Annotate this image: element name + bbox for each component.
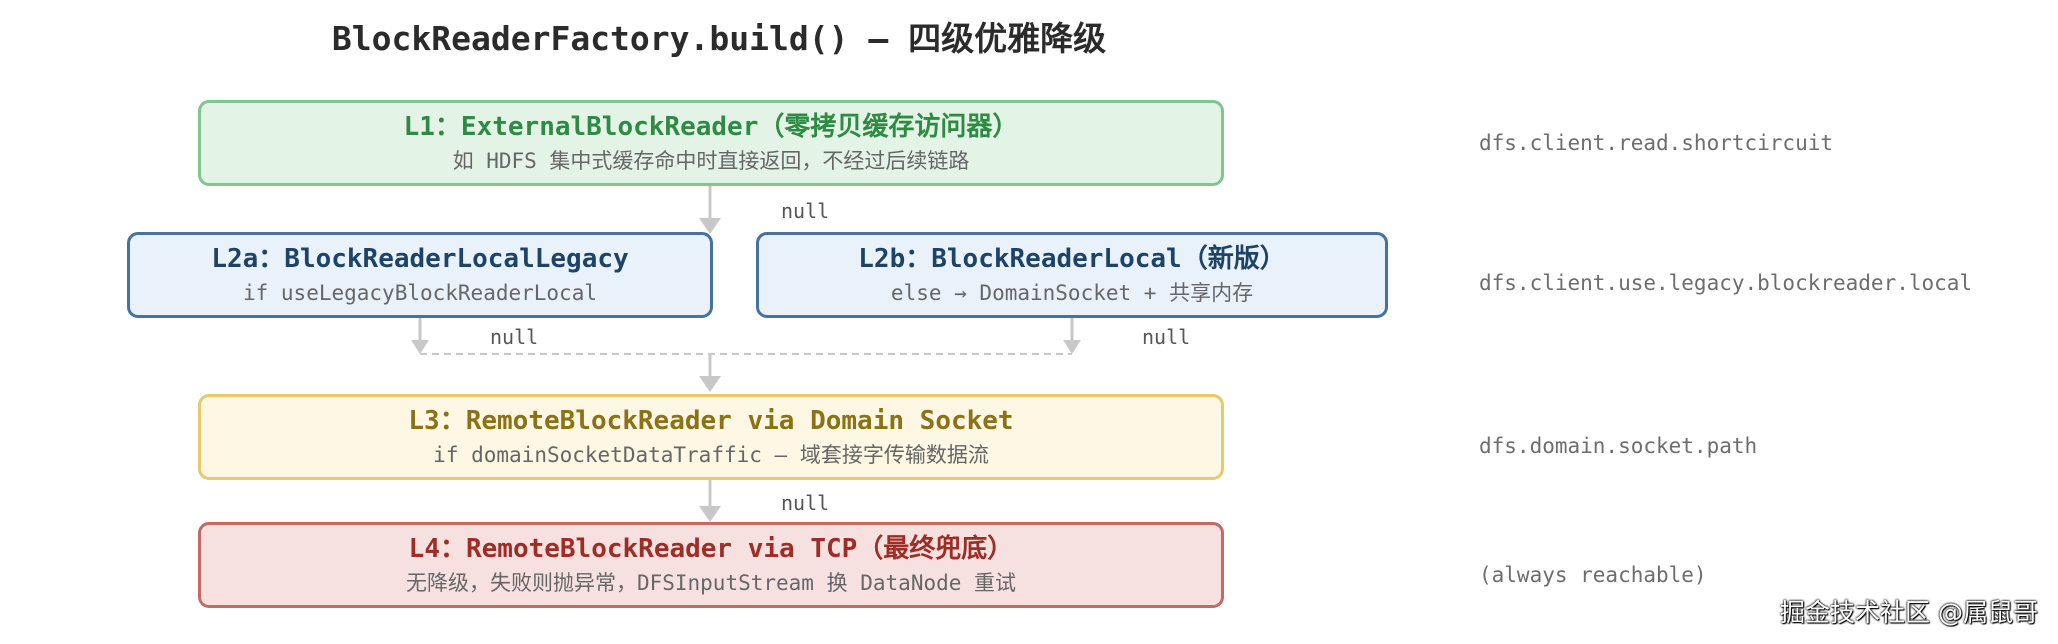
arrow-head-l3 bbox=[699, 376, 721, 392]
level-l2b-desc: else → DomainSocket + 共享内存 bbox=[890, 281, 1254, 305]
level-l4-box: L4：RemoteBlockReader via TCP（最终兜底） 无降级，失… bbox=[198, 522, 1224, 608]
arrow-head-l4 bbox=[699, 506, 721, 522]
level-l1-desc: 如 HDFS 集中式缓存命中时直接返回，不经过后续链路 bbox=[452, 149, 970, 173]
config-l3: dfs.domain.socket.path bbox=[1479, 434, 1758, 458]
level-l2a-desc: if useLegacyBlockReaderLocal bbox=[242, 281, 597, 305]
arrow-head-l2b bbox=[1063, 340, 1081, 354]
config-l1: dfs.client.read.shortcircuit bbox=[1479, 131, 1834, 155]
arrow-head-l2 bbox=[699, 218, 721, 234]
level-l1-box: L1：ExternalBlockReader（零拷贝缓存访问器） 如 HDFS … bbox=[198, 100, 1224, 186]
watermark: 掘金技术社区 @属鼠哥 bbox=[1780, 598, 2038, 627]
null-label-l3: null bbox=[781, 491, 830, 515]
config-l4: (always reachable) bbox=[1479, 563, 1707, 587]
null-label-l2b: null bbox=[1142, 325, 1191, 349]
level-l4-title: L4：RemoteBlockReader via TCP（最终兜底） bbox=[408, 534, 1014, 564]
level-l2b-title: L2b：BlockReaderLocal（新版） bbox=[858, 244, 1286, 274]
config-l2: dfs.client.use.legacy.blockreader.local bbox=[1479, 271, 1973, 295]
level-l2a-title: L2a：BlockReaderLocalLegacy bbox=[211, 244, 629, 274]
null-label-l1: null bbox=[781, 199, 830, 223]
level-l3-title: L3：RemoteBlockReader via Domain Socket bbox=[408, 406, 1014, 436]
level-l1-title: L1：ExternalBlockReader（零拷贝缓存访问器） bbox=[403, 112, 1019, 142]
level-l4-desc: 无降级，失败则抛异常，DFSInputStream 换 DataNode 重试 bbox=[405, 571, 1017, 595]
diagram-title: BlockReaderFactory.build() — 四级优雅降级 bbox=[331, 19, 1107, 58]
level-l3-desc: if domainSocketDataTraffic — 域套接字传输数据流 bbox=[433, 443, 989, 467]
level-l2a-box: L2a：BlockReaderLocalLegacy if useLegacyB… bbox=[127, 232, 713, 318]
arrow-head-l2a bbox=[411, 340, 429, 354]
level-l2b-box: L2b：BlockReaderLocal（新版） else → DomainSo… bbox=[756, 232, 1388, 318]
level-l3-box: L3：RemoteBlockReader via Domain Socket i… bbox=[198, 394, 1224, 480]
null-label-l2a: null bbox=[490, 325, 539, 349]
